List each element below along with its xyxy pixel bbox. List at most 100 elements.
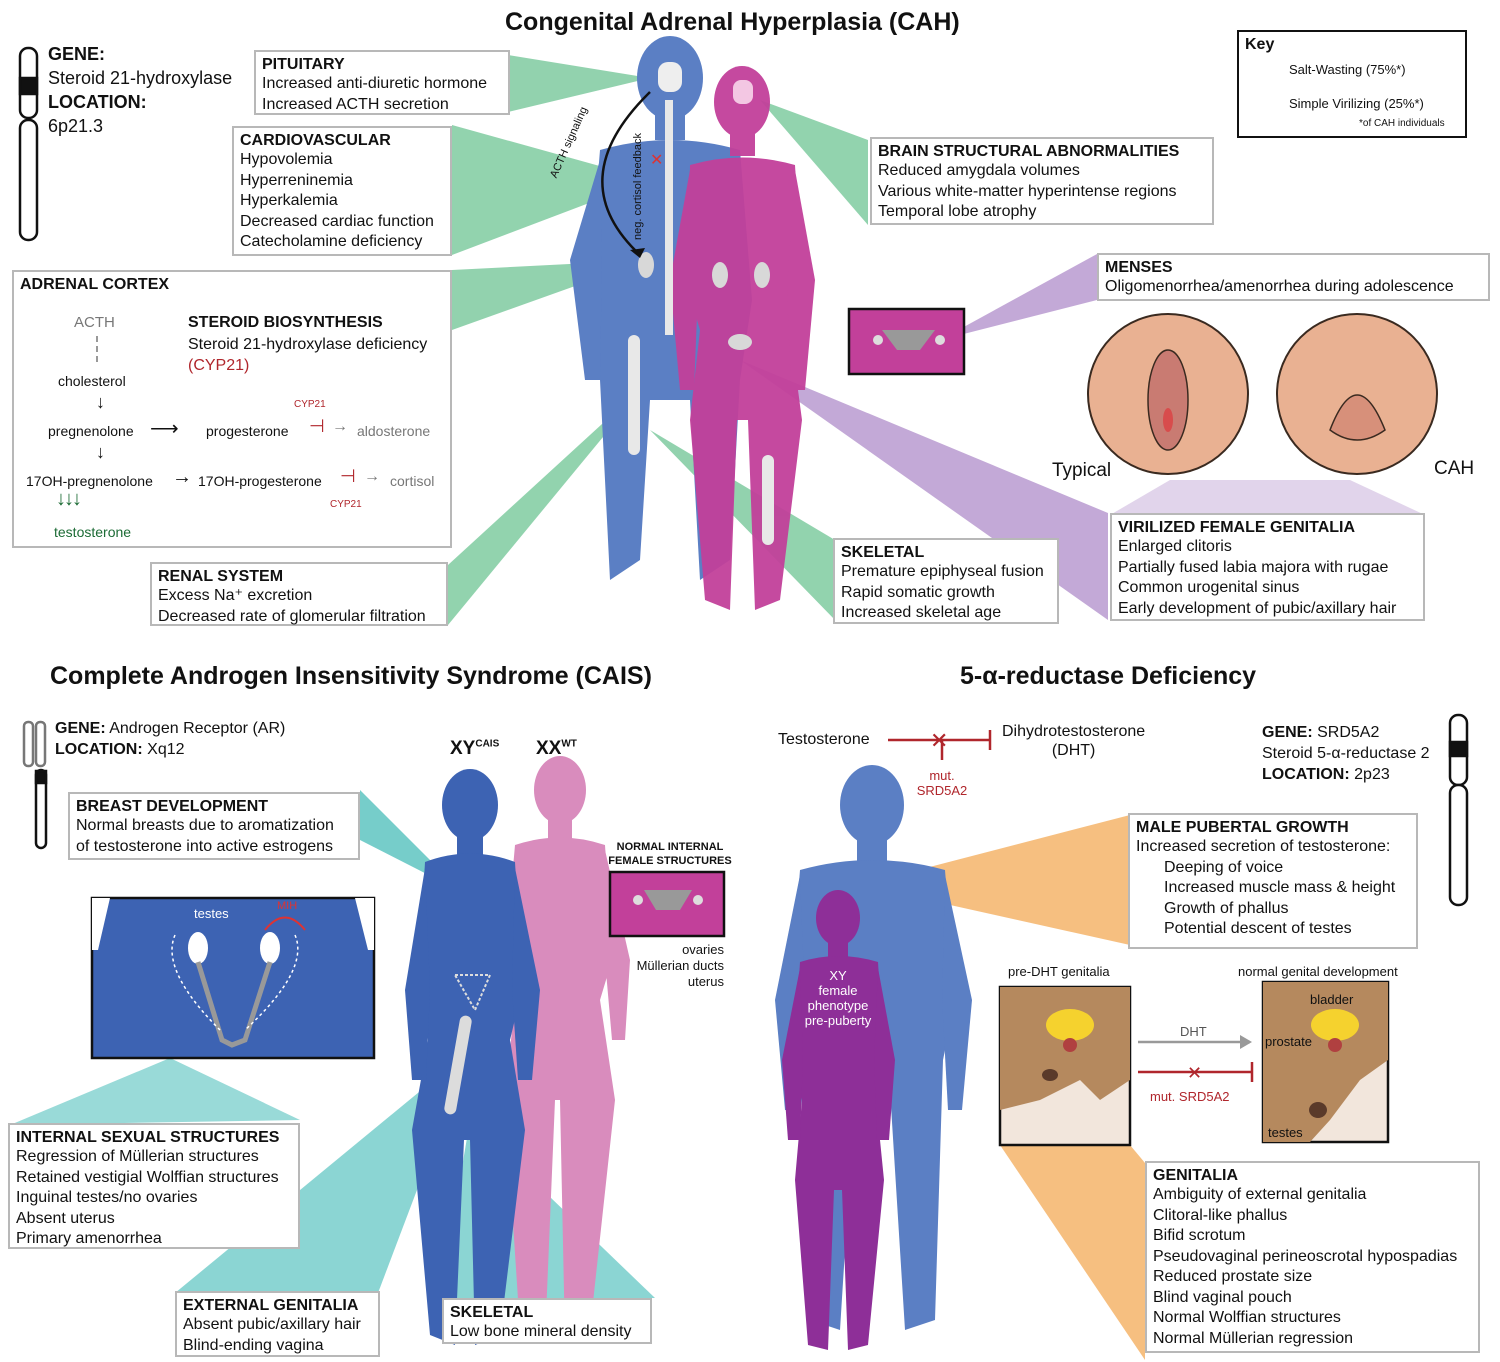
virilized-heading: VIRILIZED FEMALE GENITALIA [1118,519,1356,536]
srd-pathway [888,730,992,760]
virilized-line: Partially fused labia majora with rugae [1118,558,1389,576]
oh-pregnenolone-label: 17OH-pregnenolone [26,473,153,489]
srd-location-label: LOCATION: [1262,766,1350,783]
cah-gene-value: Steroid 21-hydroxylase [48,68,233,88]
xy-female-line: XY [829,968,847,983]
bladder-label: bladder [1310,992,1354,1007]
prostate-label: prostate [1265,1034,1312,1049]
cortisol-label: cortisol [390,473,435,489]
srd-gene-value: SRD5A2 [1317,724,1380,741]
steroid-line: Steroid 21-hydroxylase deficiency [188,336,428,353]
right-arrow: → [172,466,192,488]
pituitary-box: PITUITARY Increased anti-diuretic hormon… [254,50,510,115]
key-salt-wasting: Salt-Wasting (75%*) [1289,62,1406,77]
xy-female-line: phenotype [807,998,869,1013]
external-line: Blind-ending vagina [183,1336,324,1354]
cah-gene-block: GENE: Steroid 21-hydroxylase LOCATION: 6… [48,42,232,138]
cholesterol-label: cholesterol [58,373,126,389]
male-pubertal-line: Increased secretion of testosterone: [1136,838,1391,855]
external-genitalia-box: EXTERNAL GENITALIA Absent pubic/axillary… [175,1291,380,1357]
progesterone-label: progesterone [206,423,289,439]
skeletal-heading: SKELETAL [841,544,925,561]
cah-gene-label: GENE: [48,44,106,64]
renal-wedge [448,380,650,625]
cardiovascular-line: Decreased cardiac function [240,212,434,230]
menses-heading: MENSES [1105,259,1173,276]
xy-cais-label: XYCAIS [450,738,499,760]
key-footnote: *of CAH individuals [1359,118,1445,129]
pre-dht-label: pre-DHT genitalia [1008,964,1110,979]
genital-photos-wedge [1110,480,1425,515]
xy-sup: CAIS [475,738,500,750]
cardiovascular-line: Hyperreninemia [240,171,353,189]
cais-bones [444,974,492,1115]
xy-female-line: pre-puberty [804,1013,872,1028]
genitalia-line: Ambiguity of external genitalia [1153,1186,1367,1203]
cais-skeletal-heading: SKELETAL [450,1304,534,1321]
srd-enzyme: Steroid 5-α-reductase 2 [1262,745,1430,762]
srd-title: 5-α-reductase Deficiency [960,662,1257,690]
menses-line: Oligomenorrhea/amenorrhea during adolesc… [1105,278,1454,295]
renal-line: Excess Na⁺ excretion [158,587,313,604]
srd-female-body [782,890,895,1350]
cais-location-value: Xq12 [147,741,185,758]
brain-line: Various white-matter hyperintense region… [878,182,1177,200]
dht-abbr: (DHT) [1051,742,1096,759]
cais-skeletal-box: SKELETAL Low bone mineral density [442,1298,652,1344]
virilized-line: Early development of pubic/axillary hair [1118,599,1397,617]
svg-text:✕: ✕ [1187,1063,1202,1083]
virilized-line: Enlarged clitoris [1118,538,1232,555]
renal-line: Decreased rate of glomerular filtration [158,607,426,625]
internal-line: Inguinal testes/no ovaries [16,1189,198,1206]
pituitary-wedge [508,55,650,112]
skeletal-line: Increased skeletal age [841,604,1002,621]
cyp21-label: CYP21 [330,499,362,510]
adrenal-heading: ADRENAL CORTEX [20,276,170,293]
testes-srd-label: testes [1268,1125,1303,1140]
cais-chromosome [22,720,48,850]
internal-line: Regression of Müllerian structures [16,1148,259,1165]
xy-female-line: female [818,983,858,998]
virilized-line: Common urogenital sinus [1118,579,1300,596]
genitalia-line: Bifid scrotum [1153,1227,1246,1244]
normal-internal-uterus [633,890,703,910]
srd-chromosome [1448,713,1469,907]
right-arrow: ⟶ [150,418,179,440]
internal-labels: ovaries Müllerian ducts uterus [610,942,724,990]
male-pubertal-box: MALE PUBERTAL GROWTH Increased secretion… [1128,813,1418,949]
cardiovascular-line: Hyperkalemia [240,192,338,209]
breast-box: BREAST DEVELOPMENT Normal breasts due to… [68,792,360,860]
testosterone-label: testosterone [54,524,132,540]
mut-arrow-label: mut. SRD5A2 [1150,1089,1230,1104]
typical-label: Typical [1052,460,1112,481]
mullerian-ducts-label: Müllerian ducts [636,958,724,973]
cais-xy-body [405,769,540,1345]
internal-line: Primary amenorrhea [16,1230,162,1247]
ovaries-label: ovaries [682,942,724,957]
key-title: Key [1245,36,1275,53]
male-pubertal-sub: Potential descent of testes [1164,920,1352,937]
steroid-heading: STEROID BIOSYNTHESIS [188,314,383,331]
genitalia-line: Normal Wolffian structures [1153,1309,1341,1326]
genitalia-box: GENITALIA Ambiguity of external genitali… [1145,1161,1480,1353]
cyp21-label: CYP21 [294,399,326,410]
xx-text: XX [536,738,562,759]
breast-heading: BREAST DEVELOPMENT [76,798,269,815]
testosterone-label: Testosterone [778,731,870,748]
normal-internal-line: NORMAL INTERNAL [616,841,724,853]
internal-sexual-box: INTERNAL SEXUAL STRUCTURES Regression of… [8,1123,300,1249]
internal-line: Retained vestigial Wolffian structures [16,1168,279,1186]
dht-arrow-label: DHT [1180,1024,1207,1039]
block-bar: ⊣ [309,416,325,436]
xx-sup: WT [561,738,577,750]
dht-name: Dihydrotestosterone [1002,723,1146,740]
acth-label: ACTH [74,314,115,331]
virilized-box: VIRILIZED FEMALE GENITALIA Enlarged clit… [1110,513,1425,621]
brain-wedge [760,100,868,225]
internal-wedge [10,1058,300,1125]
block-bar: ⊣ [340,466,356,486]
pituitary-heading: PITUITARY [262,56,345,73]
cardiovascular-line: Catecholamine deficiency [240,233,423,250]
down-arrow: ↓ [96,392,105,412]
cardiovascular-line: Hypovolemia [240,151,333,168]
